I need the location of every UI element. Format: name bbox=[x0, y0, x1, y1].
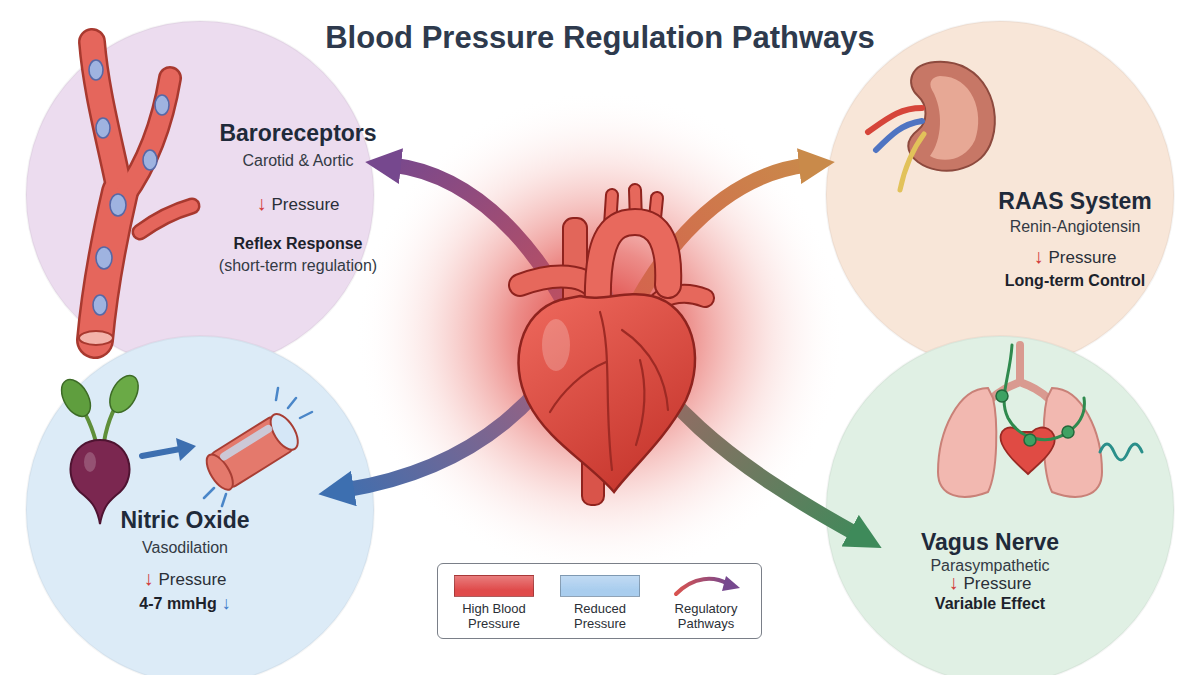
text-line: Carotid & Aortic bbox=[168, 152, 428, 170]
pathway-circle: RAAS SystemRenin-Angiotensin ↓PressureLon… bbox=[825, 20, 1175, 370]
legend-swatch bbox=[454, 575, 534, 597]
node-heading: Nitric Oxide bbox=[120, 507, 249, 534]
text-line: ↓Pressure bbox=[168, 192, 428, 215]
pathway-arrow bbox=[392, 165, 600, 390]
legend-item: Regulatory Pathways bbox=[656, 564, 756, 640]
legend-arrow-head bbox=[722, 576, 740, 591]
node-text: (short-term regulation) bbox=[219, 257, 377, 275]
node-text: Parasympathetic bbox=[930, 557, 1049, 575]
legend-label: High Blood Pressure bbox=[444, 601, 544, 631]
regulatory-arrows bbox=[345, 165, 858, 535]
circle-fill bbox=[26, 21, 374, 369]
node-text: Reflex Response bbox=[234, 235, 363, 253]
node-text: Renin-Angiotensin bbox=[1010, 218, 1141, 236]
node-text: Pressure bbox=[963, 574, 1031, 594]
direction-arrow: ↓ bbox=[948, 571, 958, 594]
direction-arrow: ↓ bbox=[222, 593, 231, 614]
heart-body bbox=[518, 294, 695, 492]
text-line: ↓Pressure bbox=[945, 245, 1200, 268]
text-line: Reflex Response bbox=[168, 235, 428, 253]
pulmonary-vein-outline bbox=[660, 294, 705, 300]
pathway-circle: Nitric OxideVasodilation↓Pressure4-7 mmH… bbox=[25, 335, 375, 675]
circle-fill bbox=[826, 336, 1174, 675]
circle-fill bbox=[26, 336, 374, 675]
heart-highlight bbox=[542, 319, 570, 371]
node-heading: Baroreceptors bbox=[219, 120, 376, 147]
legend-item: Reduced Pressure bbox=[550, 564, 650, 640]
text-line: ↓Pressure bbox=[55, 567, 315, 590]
text-line: Vagus Nerve bbox=[860, 529, 1120, 556]
arch-branches bbox=[610, 190, 657, 228]
pathway-circle: BaroreceptorsCarotid & Aortic ↓PressureRe… bbox=[25, 20, 375, 370]
arch-branches-outline bbox=[610, 190, 657, 228]
legend-box: High Blood PressureReduced PressureRegul… bbox=[437, 563, 762, 639]
node-text: 4-7 mmHg bbox=[139, 595, 216, 613]
node-text: Carotid & Aortic bbox=[242, 152, 353, 170]
pulmonary-artery-outline bbox=[520, 277, 600, 300]
text-line: (short-term regulation) bbox=[168, 257, 428, 275]
text-line: Variable Effect bbox=[860, 595, 1120, 613]
pathway-arrow bbox=[345, 280, 600, 490]
node-text: Vasodilation bbox=[142, 539, 228, 557]
text-line: 4-7 mmHg ↓ bbox=[55, 593, 315, 614]
legend-swatch bbox=[560, 575, 640, 597]
node-text: Pressure bbox=[1048, 248, 1116, 268]
circle-shape bbox=[825, 335, 1175, 675]
legend-label: Reduced Pressure bbox=[550, 601, 650, 631]
pulmonary-vein bbox=[660, 294, 705, 300]
text-line: ↓Pressure bbox=[860, 571, 1120, 594]
aortic-arch-outline bbox=[598, 222, 668, 310]
heart-glow bbox=[355, 90, 845, 580]
pathway-circle: Vagus NerveParasympathetic↓PressureVaria… bbox=[825, 335, 1175, 675]
legend-arrow-line bbox=[676, 579, 728, 594]
text-line: Long-term Control bbox=[945, 272, 1200, 290]
text-line: Nitric Oxide bbox=[55, 507, 315, 534]
text-line: Vasodilation bbox=[55, 539, 315, 557]
node-text: Long-term Control bbox=[1005, 272, 1145, 290]
text-line: Baroreceptors bbox=[168, 120, 428, 147]
pulmonary-artery bbox=[520, 277, 600, 300]
coronary-vessels bbox=[550, 312, 668, 470]
node-heading: Vagus Nerve bbox=[921, 529, 1059, 556]
node-heading: RAAS System bbox=[998, 188, 1151, 215]
text-line: Renin-Angiotensin bbox=[945, 218, 1200, 236]
vena-cava bbox=[563, 218, 587, 313]
legend-label: Regulatory Pathways bbox=[656, 601, 756, 631]
text-line: RAAS System bbox=[945, 188, 1200, 215]
node-text: Variable Effect bbox=[935, 595, 1045, 613]
node-text: Pressure bbox=[271, 195, 339, 215]
node-text: Pressure bbox=[158, 570, 226, 590]
pathway-arrow bbox=[600, 280, 858, 535]
circle-fill bbox=[826, 21, 1174, 369]
text-line: Parasympathetic bbox=[860, 557, 1120, 575]
heart-illustration bbox=[518, 190, 705, 505]
diagram-title: Blood Pressure Regulation Pathways bbox=[0, 20, 1200, 56]
legend-arrow-sample bbox=[666, 570, 746, 600]
direction-arrow: ↓ bbox=[143, 567, 153, 590]
direction-arrow: ↓ bbox=[256, 192, 266, 215]
direction-arrow: ↓ bbox=[1033, 245, 1043, 268]
legend-item: High Blood Pressure bbox=[444, 564, 544, 640]
aortic-arch bbox=[598, 222, 668, 310]
pathway-arrow bbox=[600, 165, 808, 390]
circle-shape bbox=[25, 335, 375, 675]
descending-aorta bbox=[582, 435, 604, 505]
